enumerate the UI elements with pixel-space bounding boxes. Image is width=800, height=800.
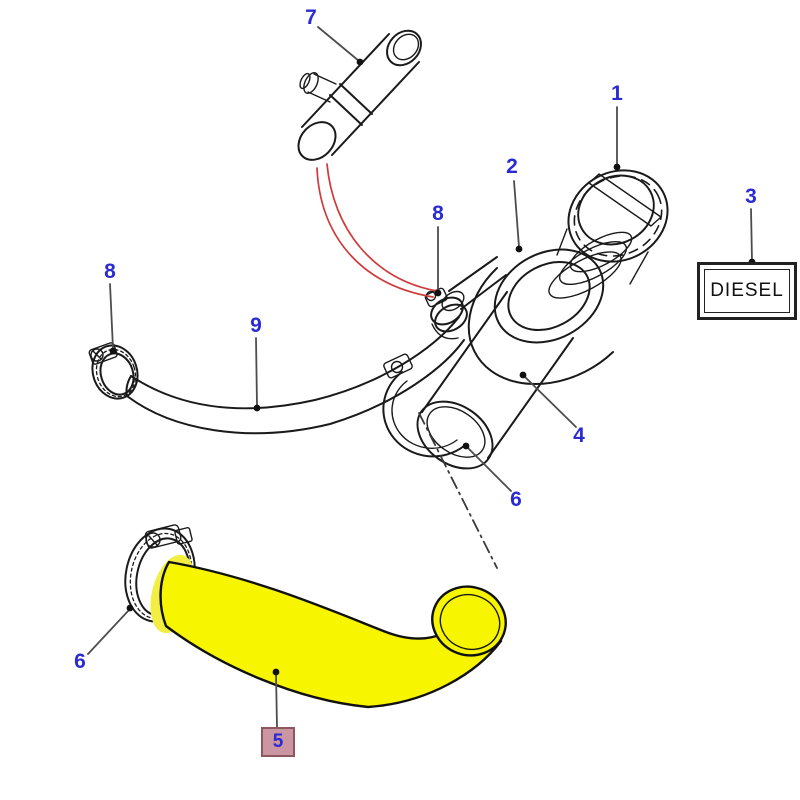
hose-clamp-8-left-part	[88, 342, 139, 400]
callout-3[interactable]: 3	[745, 184, 757, 208]
callout-5-highlighted[interactable]: 5	[261, 727, 295, 757]
filler-neck-collar-part	[467, 248, 614, 385]
callout-leader-lines	[87, 26, 756, 728]
callout-2[interactable]: 2	[506, 154, 518, 178]
filler-neck-threads-part	[548, 228, 649, 299]
breather-hose-part	[125, 316, 465, 435]
callout-6-lower[interactable]: 6	[74, 649, 86, 673]
fuel-filler-cap-part	[567, 169, 669, 263]
diesel-decal-text: DIESEL	[710, 280, 784, 301]
callout-8-left[interactable]: 8	[104, 259, 116, 283]
red-locator-curves	[316, 163, 438, 298]
callout-7[interactable]: 7	[305, 5, 317, 29]
diesel-decal: DIESEL	[697, 262, 797, 320]
callout-6-middle[interactable]: 6	[510, 487, 522, 511]
callout-9[interactable]: 9	[250, 313, 262, 337]
filler-hose-highlighted-part	[150, 554, 507, 709]
filler-neck-tube-part	[416, 291, 574, 470]
callout-1[interactable]: 1	[611, 81, 623, 105]
hose-clamp-8-upper-part	[424, 287, 468, 340]
callout-4[interactable]: 4	[573, 423, 585, 447]
callout-8-upper[interactable]: 8	[432, 201, 444, 225]
vent-hose-connector-part	[297, 29, 422, 161]
hose-clamp-6-middle-part	[382, 353, 465, 458]
diesel-decal-frame: DIESEL	[704, 269, 790, 313]
